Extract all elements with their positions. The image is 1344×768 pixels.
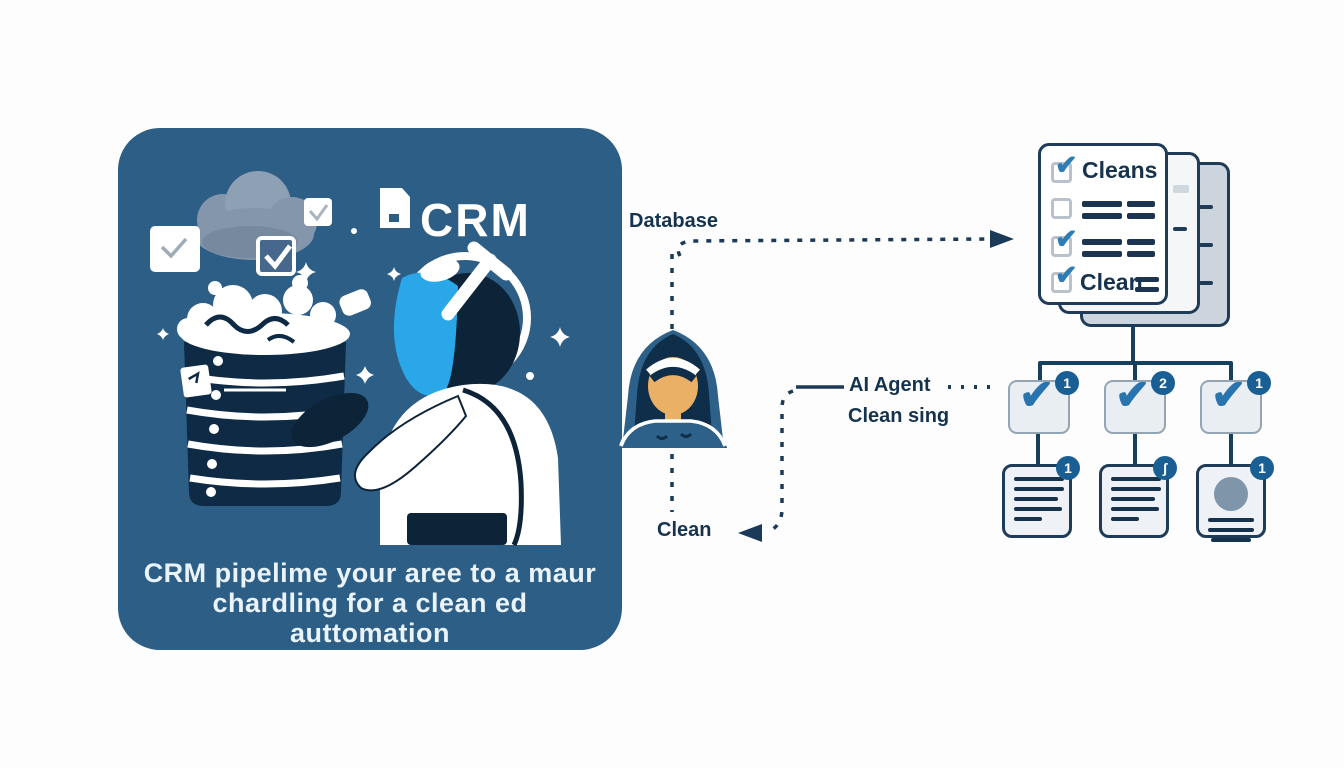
check-icon: ✔ <box>1055 150 1078 180</box>
node-badge: 1 <box>1056 456 1080 480</box>
checkbox-empty <box>1051 198 1072 219</box>
node-badge: 1 <box>1250 456 1274 480</box>
node-badge: 1 <box>1055 371 1079 395</box>
caption-line-1: CRM pipelime your aree to a maur <box>143 558 597 588</box>
sparkle-stars <box>157 228 570 384</box>
check-node-3: ✔ 1 <box>1200 371 1271 434</box>
database-label: Database <box>629 210 718 232</box>
crm-panel: CRM <box>118 128 622 650</box>
check-node-2: ✔ 2 <box>1104 371 1175 434</box>
check-icon: ✔ <box>1055 224 1078 254</box>
arrow-left-icon <box>738 524 762 542</box>
checklist-row4-label: Clean <box>1080 269 1143 295</box>
caption-line-2: chardling for a clean ed auttomation <box>212 588 528 648</box>
doc-node-1: 1 <box>1002 456 1080 538</box>
clean-label: Clean <box>657 519 712 541</box>
small-checkbox-icon <box>304 198 332 226</box>
soap-foam <box>177 275 350 355</box>
check-icon: ✔ <box>1211 371 1247 418</box>
checkbox-checked: ✔ <box>1051 226 1078 257</box>
check-icon: ✔ <box>1115 371 1151 418</box>
avatar-headband <box>646 358 700 377</box>
node-badge: ʃ <box>1153 456 1177 480</box>
avatar-shoulders <box>619 421 727 448</box>
check-icon: ✔ <box>1019 371 1055 418</box>
node-badge: 2 <box>1151 371 1175 395</box>
cloud-icon <box>194 171 317 260</box>
database-to-documents-arrow <box>676 230 1014 257</box>
ai-agent-label: AI Agent <box>849 374 931 396</box>
crm-illustration: CRM <box>150 171 570 547</box>
node-badge: 1 <box>1247 371 1271 395</box>
database-illustration <box>177 275 371 506</box>
arrow-right-icon <box>990 230 1014 248</box>
soap-bar <box>339 289 371 316</box>
cleansing-label: Clean sing <box>848 405 950 427</box>
doc-node-2: ʃ <box>1099 456 1177 538</box>
cleaner-person-illustration <box>291 241 561 547</box>
checked-checkbox-icon <box>256 236 296 276</box>
checklist-row1-label: Cleans <box>1082 157 1158 183</box>
card-check-icon <box>150 226 200 272</box>
profile-circle-icon <box>1214 477 1248 511</box>
ai-agent-to-clean-arrow <box>738 389 794 542</box>
document-icon <box>380 188 410 228</box>
checklist-document: ✔ Cleans ✔ ✔ Clean <box>1038 143 1168 305</box>
crm-title: CRM <box>420 194 531 246</box>
panel-caption: CRM pipelime your aree to a maur chardli… <box>130 558 610 648</box>
checkbox-checked: ✔ <box>1051 152 1078 183</box>
doc-node-3: 1 <box>1196 456 1274 542</box>
checkbox-checked: ✔ <box>1051 262 1078 293</box>
agent-avatar <box>619 330 727 448</box>
check-node-1: ✔ 1 <box>1008 371 1079 434</box>
note-square <box>180 364 212 398</box>
check-icon: ✔ <box>1055 260 1078 290</box>
